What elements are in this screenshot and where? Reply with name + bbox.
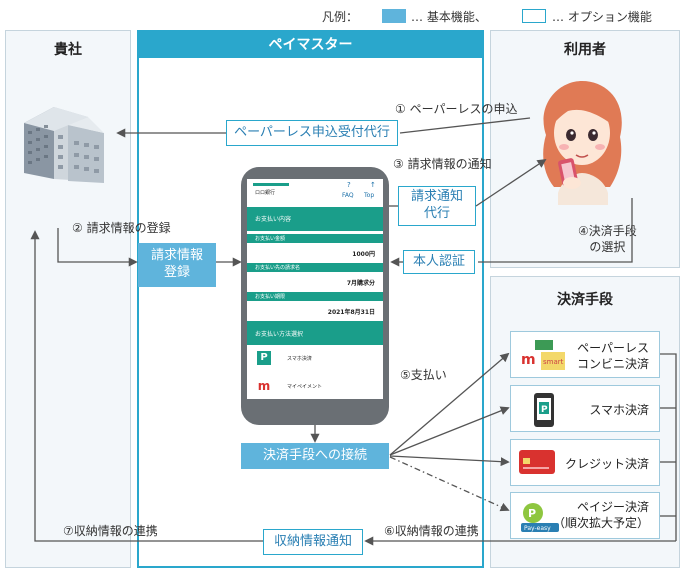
top-link[interactable]: Top xyxy=(364,192,375,199)
method-header: お支払い方法選択 xyxy=(247,321,383,345)
user-title: 利用者 xyxy=(564,42,606,58)
payee-value: 7月購求分 xyxy=(346,280,375,287)
paymaster-title: ペイマスター xyxy=(139,32,482,58)
svg-text:P: P xyxy=(541,405,548,415)
company-title: 貴社 xyxy=(54,42,82,58)
office-building-icon xyxy=(24,107,104,183)
bank-logo: ロロ銀行 xyxy=(253,183,289,200)
deadline-label: お支払い期限 xyxy=(247,292,383,301)
details-header: お支払い内容 xyxy=(247,207,383,231)
svg-text:m: m xyxy=(521,352,536,368)
payment-credit: クレジット決済 xyxy=(510,439,660,486)
step2-label: ② 請求情報の登録 xyxy=(72,221,171,235)
payment-smartphone: P スマホ決済 xyxy=(510,385,660,432)
smartphone-icon: P xyxy=(534,393,554,427)
legend-option-label: … オプション機能 xyxy=(552,10,652,24)
step3-label: ③ 請求情報の通知 xyxy=(393,157,492,171)
legend-title: 凡例： xyxy=(322,10,359,24)
sumaho-pay-icon[interactable]: P xyxy=(257,351,271,365)
payment-convenience-label: ペーパーレス コンビニ決済 xyxy=(576,341,649,372)
payment-payeasy-label: ペイジー決済 （順次拡大予定） xyxy=(552,500,649,531)
auth-box: 本人認証 xyxy=(403,250,475,274)
step1-label: ① ペーパーレスの申込 xyxy=(395,102,518,116)
payment-payeasy: P Pay-easy ペイジー決済 （順次拡大予定） xyxy=(510,492,660,539)
amount-label: お支払い金額 xyxy=(247,234,383,243)
pay-easy-icon: P Pay-easy xyxy=(521,503,559,532)
phone-screen: ロロ銀行 ? FAQ ↑ Top お支払い内容 お支払い金額 1000円 お支払… xyxy=(247,179,383,399)
method1-label[interactable]: スマホ決済 xyxy=(287,356,312,362)
top-arrow-icon[interactable]: ↑ xyxy=(370,181,376,189)
legend-basic-swatch xyxy=(382,9,406,23)
deadline-value: 2021年8月31日 xyxy=(327,309,375,316)
convenience-store-icon: m smart xyxy=(519,340,565,370)
credit-card-icon xyxy=(519,450,555,474)
legend-option-swatch xyxy=(522,9,546,23)
payment-convenience: m smart ペーパーレス コンビニ決済 xyxy=(510,331,660,378)
step6-label: ⑥収納情報の連携 xyxy=(384,524,479,538)
user-woman-icon xyxy=(543,81,622,205)
payment-credit-label: クレジット決済 xyxy=(564,457,649,471)
payee-label: お支払い先の請求名 xyxy=(247,263,383,272)
billing-notice-agent-box: 請求通知 代行 xyxy=(398,186,476,226)
step4-label: ④決済手段 の選択 xyxy=(578,224,637,255)
step5-label: ⑤支払い xyxy=(400,368,447,382)
step7-label: ⑦収納情報の連携 xyxy=(63,524,158,538)
smartphone-mockup: ロロ銀行 ? FAQ ↑ Top お支払い内容 お支払い金額 1000円 お支払… xyxy=(241,167,389,425)
mypayment-icon[interactable]: m xyxy=(257,379,271,393)
connect-payment-box: 決済手段への接続 xyxy=(241,443,389,469)
svg-text:P: P xyxy=(528,507,536,520)
legend-basic-label: … 基本機能、 xyxy=(411,10,487,24)
faq-link[interactable]: FAQ xyxy=(342,192,354,199)
paymaster-panel: ペイマスター xyxy=(137,30,484,568)
billing-register-box: 請求情報 登録 xyxy=(138,243,216,287)
faq-icon[interactable]: ? xyxy=(347,181,351,189)
svg-text:Pay-easy: Pay-easy xyxy=(524,525,551,532)
receipt-notice-box: 収納情報通知 xyxy=(263,529,363,555)
paperless-agent-box: ペーパーレス申込受付代行 xyxy=(226,120,398,146)
payment-title: 決済手段 xyxy=(557,292,613,308)
svg-text:smart: smart xyxy=(543,358,564,366)
payment-smartphone-label: スマホ決済 xyxy=(589,403,649,417)
method2-label[interactable]: マイペイメント xyxy=(287,384,323,390)
amount-value: 1000円 xyxy=(352,251,375,258)
